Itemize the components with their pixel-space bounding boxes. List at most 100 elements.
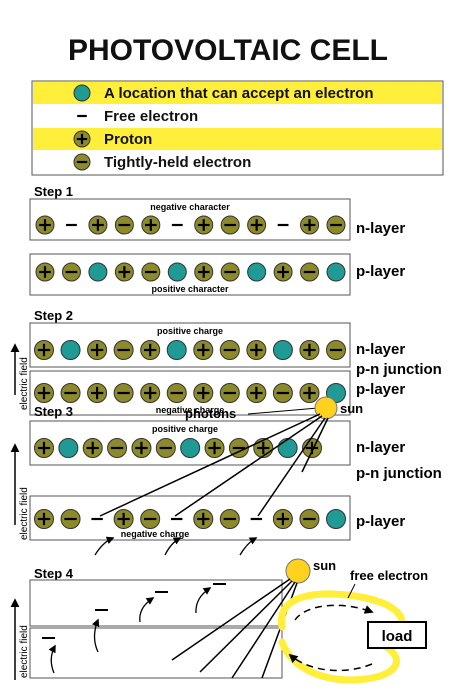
photons-pointer [247, 407, 319, 415]
step3-n-row [34, 438, 322, 458]
held-electron-icon [60, 509, 81, 529]
proton-icon [194, 215, 214, 235]
proton-icon [253, 438, 274, 458]
step4-electron-paths [48, 587, 212, 674]
step2-p-label: p-layer [356, 381, 405, 398]
held-electron-icon [299, 509, 320, 529]
step3-bottom-charge: negative charge [121, 529, 190, 539]
held-electron-icon [73, 153, 91, 171]
hole-icon [272, 340, 293, 360]
held-electron-icon [219, 509, 240, 529]
step2-p-layer-box [29, 370, 351, 416]
proton-icon [73, 130, 91, 148]
step1-top-char: negative character [150, 202, 230, 212]
step1-p-label: p-layer [356, 263, 405, 280]
legend-frame [31, 80, 444, 176]
step1-p-layer-box [29, 253, 351, 296]
held-electron-icon [300, 262, 320, 282]
hole-icon [73, 84, 91, 102]
hole-icon [60, 340, 81, 360]
page-title: PHOTOVOLTAIC CELL [68, 34, 388, 67]
step1-p-row [35, 262, 346, 282]
proton-icon [246, 340, 267, 360]
step3-label: Step 3 [34, 404, 73, 419]
hole-icon [180, 438, 201, 458]
held-electron-icon [60, 383, 81, 403]
proton-icon [300, 215, 320, 235]
step1-n-label: n-layer [356, 220, 405, 237]
held-electron-icon [155, 438, 176, 458]
held-electron-icon [219, 340, 240, 360]
photons-label: photons [185, 406, 236, 421]
step4-label: Step 4 [34, 566, 74, 581]
proton-icon [193, 383, 214, 403]
step1-label: Step 1 [34, 184, 73, 199]
step3-n-label: n-layer [356, 439, 405, 456]
legend-text: Tightly-held electron [104, 154, 251, 171]
held-electron-icon [61, 262, 81, 282]
step3-p-label: p-layer [356, 513, 405, 530]
proton-icon [204, 438, 225, 458]
proton-icon [35, 215, 55, 235]
step4-free-electrons [42, 583, 226, 639]
hole-icon [166, 340, 187, 360]
held-electron-icon [272, 383, 293, 403]
proton-icon [34, 509, 54, 529]
proton-icon [88, 215, 108, 235]
step3-field-label: electric field [19, 487, 30, 540]
proton-icon [82, 438, 103, 458]
proton-icon [193, 340, 214, 360]
held-electron-icon [113, 340, 134, 360]
step2-junction-label: p-n junction [356, 361, 442, 378]
step3-sun-label: sun [340, 401, 363, 416]
proton-icon [131, 438, 152, 458]
held-electron-icon [114, 215, 134, 235]
proton-icon [299, 383, 320, 403]
circuit-current-bottom [288, 653, 373, 672]
step3-p-row [34, 509, 346, 529]
load-box [367, 621, 427, 649]
legend-text: Proton [104, 131, 152, 148]
step2-n-row [34, 340, 346, 360]
legend-band-1 [33, 82, 442, 104]
circuit-current-top [294, 604, 374, 621]
legend-text: Free electron [104, 108, 198, 125]
proton-icon [299, 340, 320, 360]
held-electron-icon [166, 383, 187, 403]
proton-icon [247, 215, 267, 235]
proton-icon [87, 383, 108, 403]
step2-top-charge: positive charge [157, 326, 223, 336]
hole-icon [167, 262, 187, 282]
proton-icon [140, 340, 161, 360]
legend-band-3 [33, 128, 442, 150]
proton-icon [87, 340, 108, 360]
free-electron-pointer [347, 583, 356, 599]
proton-icon [194, 262, 214, 282]
step3-junction-label: p-n junction [356, 465, 442, 482]
step2-bottom-charge: negative charge [156, 405, 225, 415]
proton-icon [34, 383, 54, 403]
held-electron-icon [220, 262, 240, 282]
proton-icon [34, 340, 54, 360]
legend: A location that can accept an electronFr… [31, 80, 444, 176]
hole-icon [326, 262, 346, 282]
proton-icon [114, 262, 134, 282]
step2-p-row [34, 383, 346, 403]
step3-top-charge: positive charge [152, 424, 218, 434]
step1-n-row [35, 215, 346, 235]
held-electron-icon [326, 340, 346, 360]
step4-sun-icon [285, 558, 311, 584]
held-electron-icon [326, 215, 346, 235]
proton-icon [35, 262, 55, 282]
step3-photon-rays [99, 413, 329, 517]
hole-icon [88, 262, 108, 282]
proton-icon [273, 262, 293, 282]
step3-p-layer-box [29, 495, 351, 541]
proton-icon [140, 383, 161, 403]
step2-field-label: electric field [19, 357, 30, 410]
held-electron-icon [113, 383, 134, 403]
step2-n-label: n-layer [356, 341, 405, 358]
free-electron-label: free electron [350, 568, 428, 583]
step4-sun-label: sun [313, 558, 336, 573]
